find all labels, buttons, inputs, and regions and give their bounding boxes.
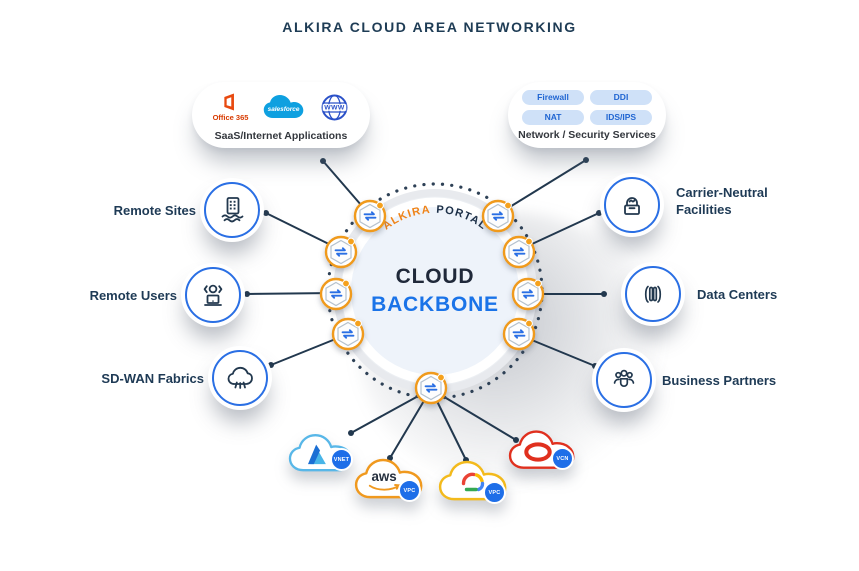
service-pill-idsips: IDS/IPS xyxy=(590,109,652,125)
sdwan-fabrics-node xyxy=(208,346,272,410)
gcp-logo-icon xyxy=(455,470,489,494)
saas-box-caption: SaaS/Internet Applications xyxy=(214,130,348,142)
data-centers-label: Data Centers xyxy=(697,287,778,302)
remote-user-icon xyxy=(203,284,223,306)
network-box-caption: Network / Security Services xyxy=(518,128,656,141)
azure-vnet-badge: VNET xyxy=(330,448,353,471)
connector-node-icon xyxy=(501,233,537,269)
connector-node-icon xyxy=(501,315,537,351)
aws-cloud: aws VPC xyxy=(354,457,424,505)
office365-label: Office 365 xyxy=(212,113,249,122)
business-partners-node xyxy=(592,348,656,412)
salesforce-label: salesforce xyxy=(268,106,300,113)
service-pill-nat: NAT xyxy=(522,109,584,125)
www-label: WWW xyxy=(325,104,346,111)
connector-node-icon xyxy=(323,233,359,269)
carrier-neutral-label: Carrier-Neutral Facilities xyxy=(676,185,768,217)
data-centers-node xyxy=(621,262,685,326)
connector-node-icon xyxy=(480,197,516,233)
www-globe-icon: WWW xyxy=(321,94,348,120)
connector-node-icon xyxy=(413,369,449,405)
gcp-vpc-badge: VPC xyxy=(483,481,506,504)
oracle-cloud: VCN xyxy=(508,428,576,476)
carrier-facility-icon xyxy=(624,197,640,215)
remote-users-node xyxy=(181,263,245,327)
office365-logo: Office 365 xyxy=(212,92,249,122)
sdwan-fabrics-label: SD-WAN Fabrics xyxy=(101,371,204,386)
connector-node-icon xyxy=(318,275,354,311)
service-pill-ddi: DDI xyxy=(590,89,652,105)
azure-logo-icon xyxy=(300,439,330,469)
aws-vpc-badge: VPC xyxy=(398,479,421,502)
business-partners-label: Business Partners xyxy=(662,373,777,388)
oracle-vcn-badge: VCN xyxy=(551,447,574,470)
connector-node-icon xyxy=(352,197,388,233)
sdwan-cloud-icon xyxy=(227,366,253,389)
data-center-icon xyxy=(644,285,662,303)
saas-apps-box: Office 365 salesforce WWW SaaS/Internet … xyxy=(192,82,370,148)
aws-logo-text: aws xyxy=(371,469,396,484)
oracle-logo-icon xyxy=(520,440,556,464)
salesforce-logo: salesforce xyxy=(264,95,304,119)
google-cloud: VPC xyxy=(438,459,508,507)
remote-sites-node xyxy=(200,178,264,242)
remote-users-label: Remote Users xyxy=(89,288,177,303)
carrier-neutral-node xyxy=(600,173,664,237)
azure-cloud: VNET xyxy=(288,431,354,479)
page-title: ALKIRA CLOUD AREA NETWORKING xyxy=(282,19,577,35)
remote-sites-label: Remote Sites xyxy=(113,203,196,218)
network-services-box: Firewall DDI NAT IDS/IPS Network / Secur… xyxy=(508,82,666,148)
building-waves-icon xyxy=(221,197,244,223)
service-pill-firewall: Firewall xyxy=(522,89,584,105)
partners-group-icon xyxy=(613,369,635,387)
connector-node-icon xyxy=(330,315,366,351)
connector-node-icon xyxy=(510,275,546,311)
